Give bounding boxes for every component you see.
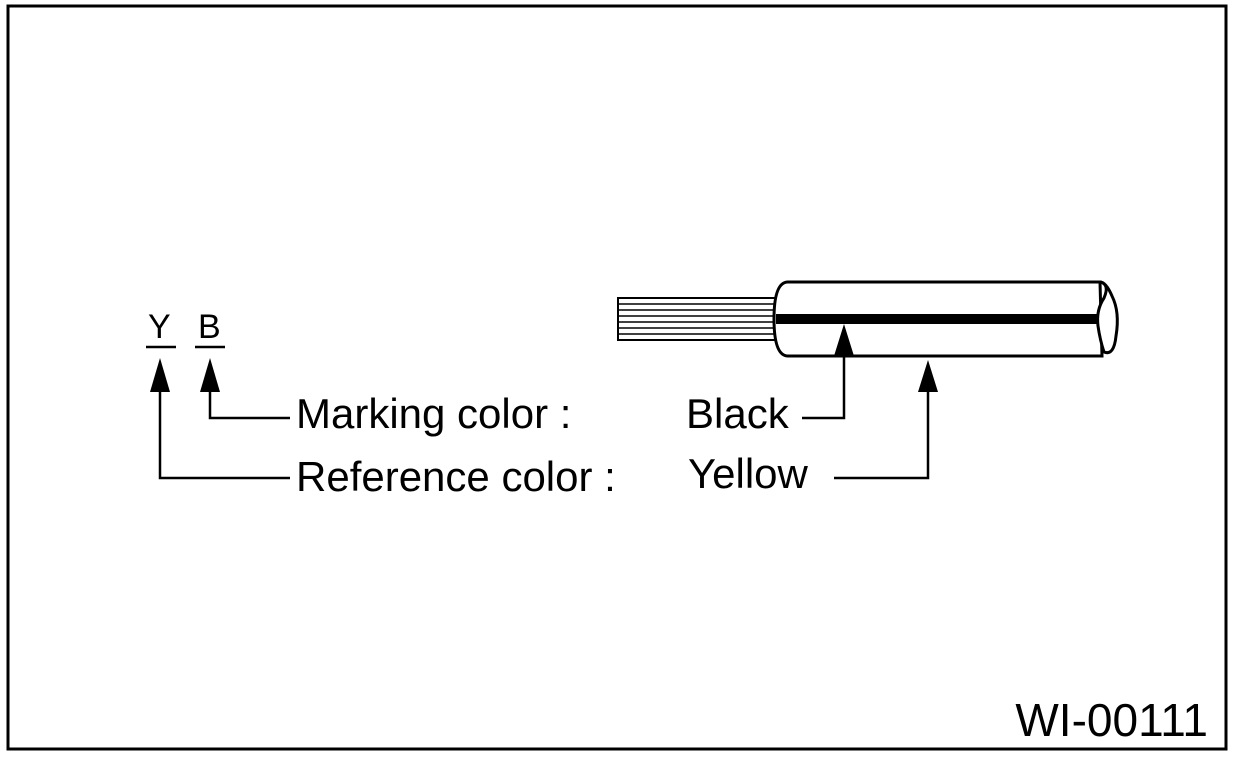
figure-id: WI-00111	[1015, 694, 1208, 746]
marking-stripe-arrowhead	[834, 324, 854, 356]
wire-cut-end	[1096, 280, 1119, 355]
marking-color-code: B	[198, 308, 221, 346]
marking-code-leader	[208, 392, 290, 420]
insulation-arrowhead	[918, 360, 938, 392]
reference-code-arrowhead	[150, 358, 170, 392]
marking-stripe-leader	[802, 356, 846, 420]
reference-color-code: Y	[148, 308, 171, 346]
wire-strands	[617, 297, 779, 341]
reference-color-value: Yellow	[688, 450, 809, 497]
marking-color-value: Black	[686, 390, 790, 437]
marking-code-arrowhead	[200, 358, 220, 392]
marking-color-label: Marking color :	[296, 390, 571, 437]
wire-illustration	[617, 280, 1119, 358]
figure-border	[6, 4, 1228, 751]
insulation-leader	[834, 392, 930, 480]
reference-color-label: Reference color :	[296, 453, 616, 500]
reference-code-leader	[158, 392, 290, 480]
marking-stripe	[776, 314, 1102, 324]
